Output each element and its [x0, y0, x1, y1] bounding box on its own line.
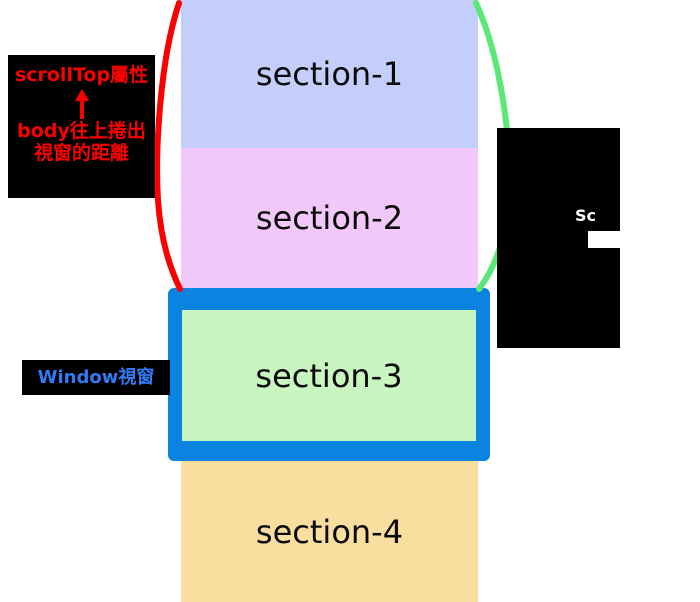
- section-block-2: section-2: [181, 148, 478, 288]
- section-1-label: section-1: [255, 55, 404, 93]
- up-arrow-icon: [72, 89, 92, 120]
- section-block-1: section-1: [181, 0, 478, 148]
- scrolltop-desc-line2: 視窗的距離: [33, 142, 129, 165]
- scroll-label-occluder: [588, 231, 658, 248]
- scrolltop-annotation-box: scrollTop屬性 body往上捲出 視窗的距離: [8, 55, 155, 198]
- section-block-3: section-3: [182, 310, 476, 441]
- left-red-arc: [154, 0, 183, 292]
- scroll-label: Sc: [575, 206, 597, 225]
- window-annotation-box: Window視窗: [22, 360, 170, 395]
- window-label: Window視窗: [37, 366, 155, 388]
- scrolltop-title: scrollTop屬性: [14, 64, 149, 86]
- window-viewport-frame: section-3: [168, 288, 490, 461]
- section-2-label: section-2: [255, 199, 404, 237]
- section-3-label: section-3: [255, 356, 403, 395]
- section-block-4: section-4: [181, 461, 478, 602]
- section-4-label: section-4: [255, 512, 404, 551]
- scrolltop-desc-line1: body往上捲出: [17, 120, 146, 143]
